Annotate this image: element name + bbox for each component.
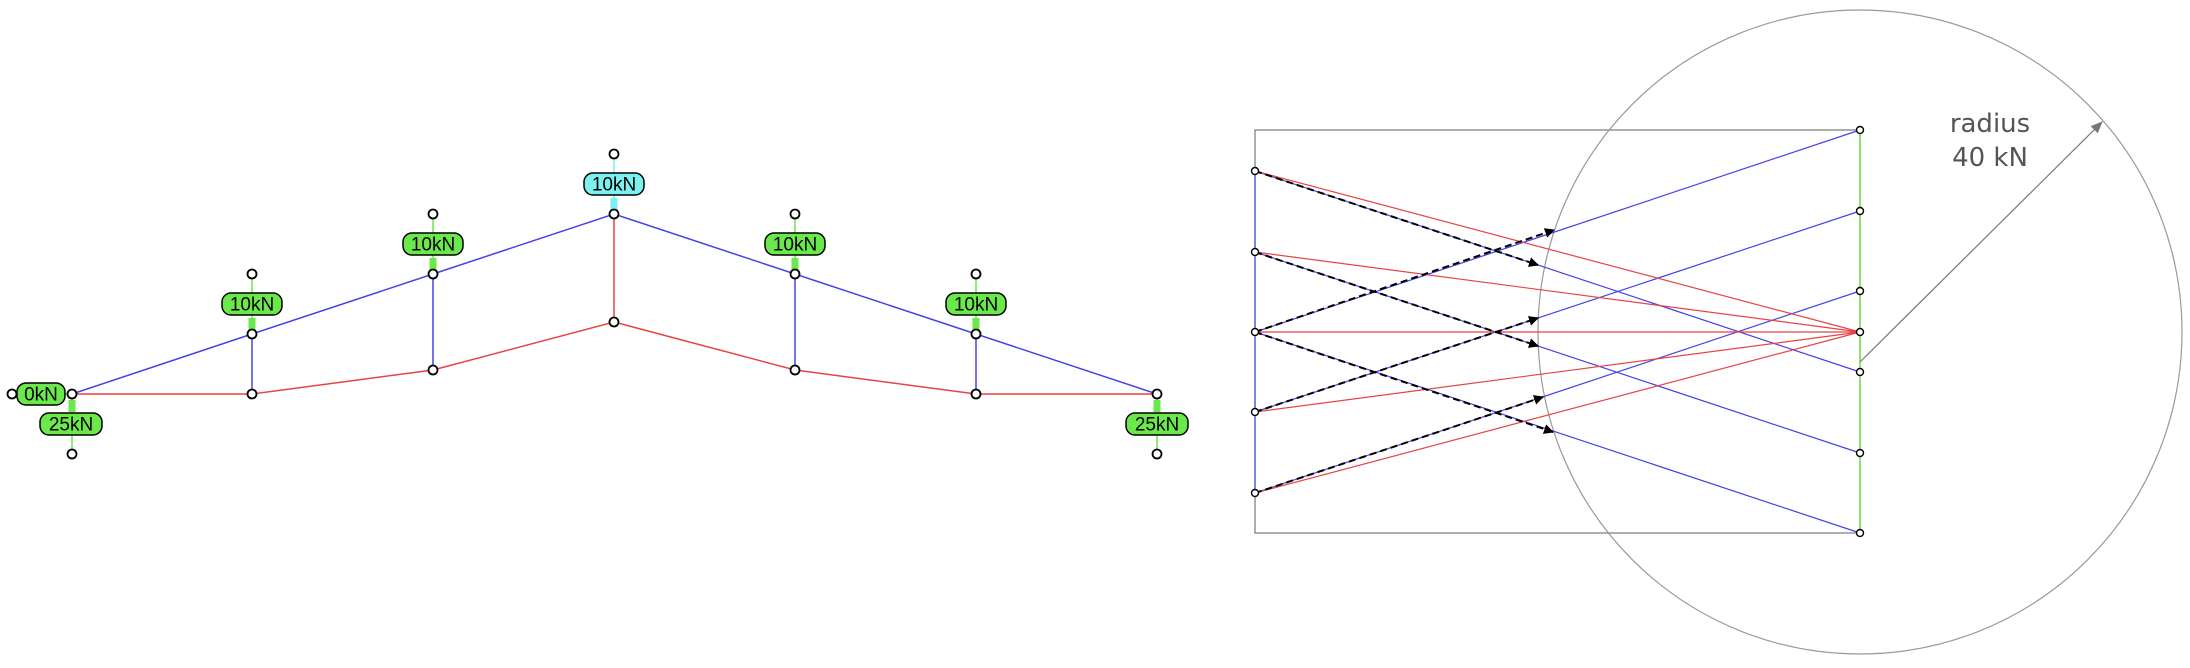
load-label-6[interactable]: 10kN: [945, 292, 1007, 316]
load-handle[interactable]: [608, 148, 620, 160]
load-value: 0kN: [24, 385, 58, 406]
load-label-5[interactable]: 10kN: [764, 232, 826, 256]
force-arrow: [1254, 395, 1544, 494]
load-label-0[interactable]: 0kN: [16, 382, 66, 406]
load-handle[interactable]: [970, 268, 982, 280]
force-node[interactable]: [1250, 247, 1260, 257]
force-nodes[interactable]: [1250, 125, 1865, 538]
load-value: 25kN: [1135, 415, 1179, 436]
pole-node[interactable]: [1855, 327, 1865, 337]
load-value: 25kN: [49, 415, 93, 436]
node[interactable]: [1151, 388, 1163, 400]
load-arrows: [68, 198, 1161, 412]
load-handle[interactable]: [66, 448, 78, 460]
force-node[interactable]: [1855, 286, 1865, 296]
load-labels[interactable]: 0kN 25kN 10kN 10kN 10kN 10kN: [16, 172, 1189, 436]
truss: 0kN 25kN 10kN 10kN 10kN 10kN: [6, 148, 1189, 460]
node[interactable]: [608, 208, 620, 220]
load-label-2[interactable]: 10kN: [221, 292, 283, 316]
node[interactable]: [246, 388, 258, 400]
node[interactable]: [66, 388, 78, 400]
force-arrow: [1254, 316, 1539, 413]
node[interactable]: [427, 364, 439, 376]
node[interactable]: [970, 388, 982, 400]
load-value: 10kN: [773, 235, 817, 256]
load-handle[interactable]: [427, 208, 439, 220]
force-node[interactable]: [1855, 206, 1865, 216]
node[interactable]: [427, 268, 439, 280]
load-label-3[interactable]: 10kN: [402, 232, 464, 256]
force-node[interactable]: [1250, 327, 1260, 337]
force-node[interactable]: [1855, 528, 1865, 538]
radius-arrow: [1859, 121, 2103, 363]
force-diagram: radius 40 kN: [1250, 9, 2183, 655]
load-handle[interactable]: [246, 268, 258, 280]
force-arrow: [1254, 228, 1555, 333]
force-node[interactable]: [1855, 448, 1865, 458]
force-arrow: [1254, 170, 1539, 267]
radius-label-line1: radius: [1950, 109, 2030, 139]
node[interactable]: [608, 316, 620, 328]
force-node[interactable]: [1855, 125, 1865, 135]
force-node[interactable]: [1250, 407, 1260, 417]
node[interactable]: [789, 364, 801, 376]
load-value: 10kN: [230, 295, 274, 316]
node[interactable]: [246, 328, 258, 340]
node[interactable]: [789, 268, 801, 280]
load-label-1[interactable]: 25kN: [39, 412, 103, 436]
force-node[interactable]: [1250, 488, 1260, 498]
force-lines-blue: [1254, 129, 1861, 534]
force-lines-red: [1254, 170, 1861, 494]
load-value: 10kN: [954, 295, 998, 316]
load-handle[interactable]: [6, 388, 18, 400]
load-handle[interactable]: [789, 208, 801, 220]
load-value: 10kN: [592, 175, 636, 196]
load-label-7[interactable]: 25kN: [1125, 412, 1189, 436]
node[interactable]: [970, 328, 982, 340]
force-arrow: [1254, 331, 1554, 434]
bottom-chord: [72, 321, 1157, 395]
force-arrows: [1254, 170, 1555, 494]
load-handle[interactable]: [1151, 448, 1163, 460]
force-node[interactable]: [1250, 166, 1260, 176]
force-arrow: [1254, 251, 1539, 348]
load-value: 10kN: [411, 235, 455, 256]
load-label-4[interactable]: 10kN: [583, 172, 645, 196]
force-node[interactable]: [1855, 367, 1865, 377]
radius-label-line2: 40 kN: [1952, 143, 2028, 173]
truss-nodes[interactable]: [6, 148, 1163, 460]
